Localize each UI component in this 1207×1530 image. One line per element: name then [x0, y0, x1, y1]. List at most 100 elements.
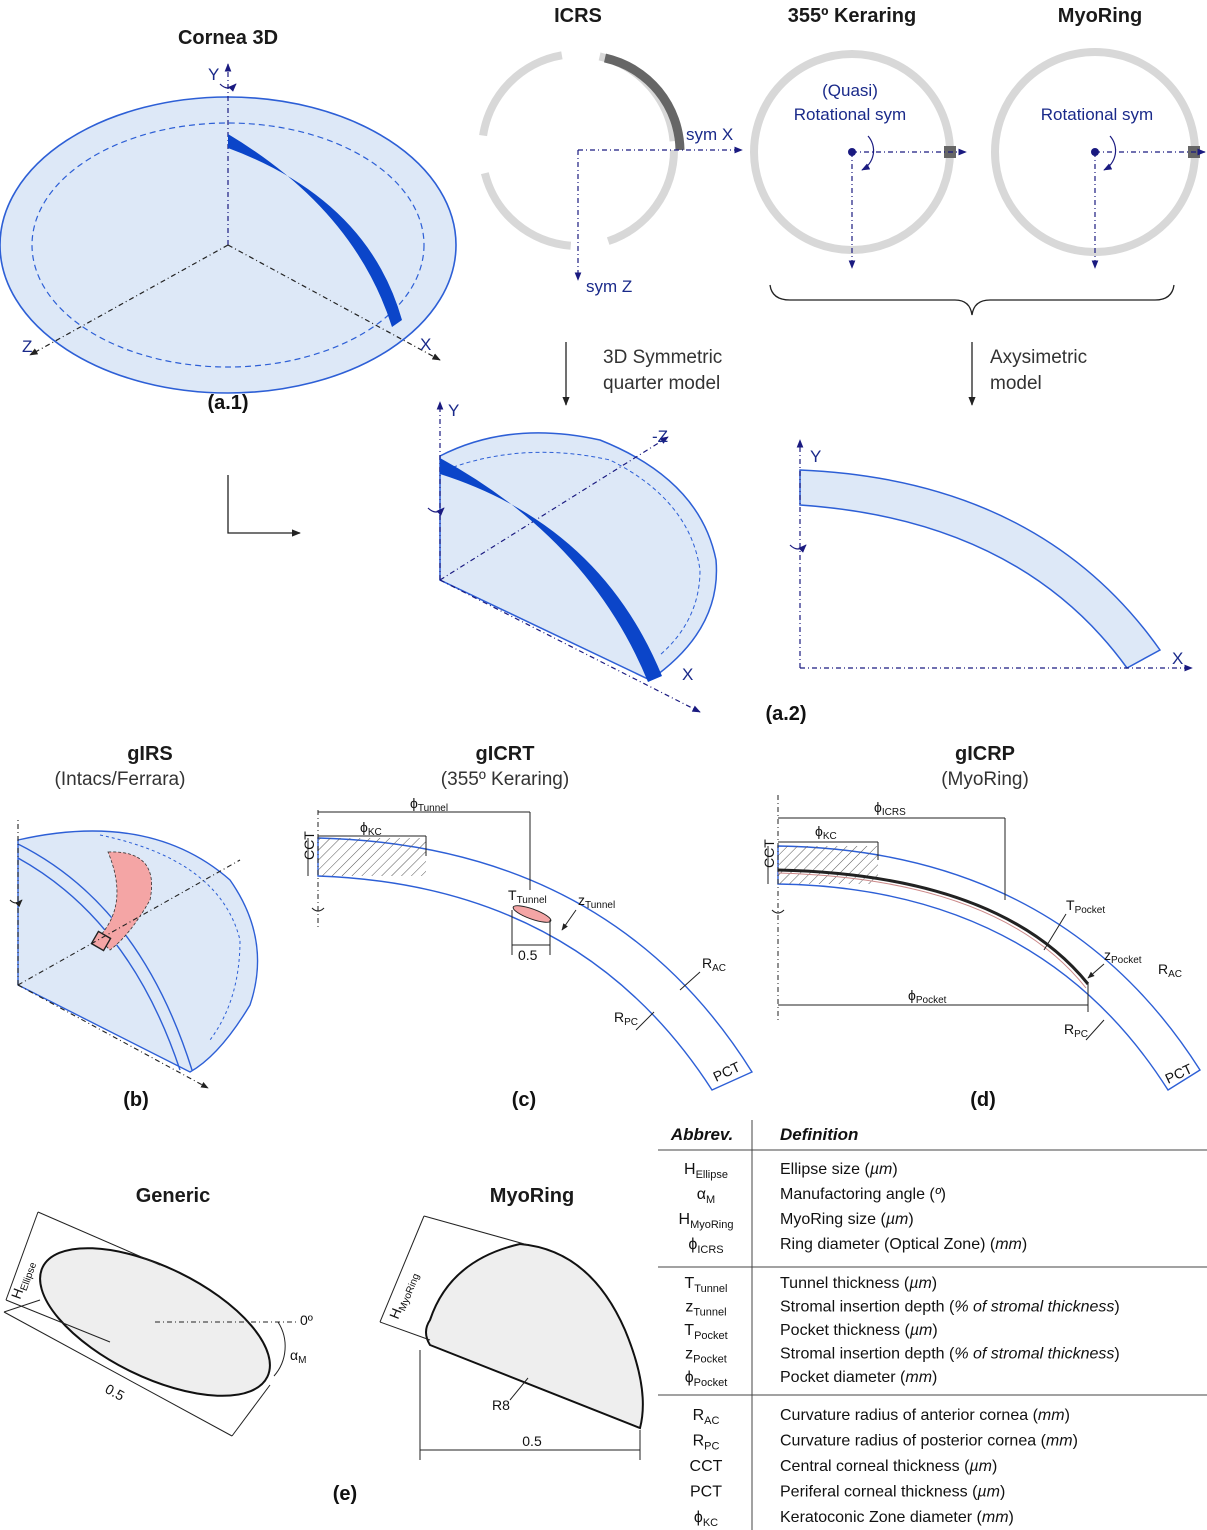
d-r-ac: RAC	[1158, 961, 1182, 980]
icrs-segment	[603, 53, 685, 151]
gicrt-subtitle: (355º Keraring)	[441, 769, 569, 790]
table-abbrev-cell: PCT	[690, 1484, 722, 1501]
b-panel-label: (b)	[123, 1089, 149, 1111]
table-definition-cell: Pocket diameter (mm)	[780, 1369, 937, 1386]
abbrev-table: Abbrev. Definition HEllipse Ellipse size …	[658, 1120, 1207, 1530]
c-panel-label: (c)	[512, 1089, 536, 1111]
table-abbrev-cell: ϕKC	[694, 1509, 718, 1529]
myoring-title: MyoRing	[1058, 5, 1142, 27]
myoring-r8: R8	[492, 1397, 510, 1413]
table-abbrev-cell: TPocket	[684, 1322, 727, 1342]
c-cct: CCT	[301, 831, 317, 860]
cornea-inner-ellipse	[31, 122, 425, 368]
c-phi-tunnel: ϕTunnel	[410, 795, 448, 814]
d-phi-kc: ϕKC	[815, 823, 837, 842]
table-definition-cell: Stromal insertion depth (% of stromal th…	[780, 1299, 1120, 1316]
table-abbrev-cell: CCT	[690, 1458, 723, 1475]
e-panel-label: (e)	[333, 1483, 357, 1505]
myoring-half: 0.5	[522, 1433, 542, 1449]
myoring-profile	[425, 1242, 644, 1430]
girs-title: gIRS	[127, 743, 173, 765]
table-definition-cell: Tunnel thickness (µm)	[780, 1275, 937, 1292]
generic-zero: 0º	[300, 1312, 313, 1328]
a1-z-label: Z	[22, 337, 32, 356]
table-definition-cell: MyoRing size (µm)	[780, 1211, 914, 1228]
icrs-sym-z: sym Z	[586, 277, 632, 296]
icrs-title: ICRS	[554, 5, 602, 27]
c-phi-kc: ϕKC	[360, 819, 382, 838]
axisym-rotation	[789, 544, 807, 553]
panel-c: gICRT (355º Keraring) ϕTunnel ϕKC CCT 0.…	[301, 743, 754, 1111]
generic-alpha: αM	[290, 1347, 306, 1366]
a1-x-axis	[227, 244, 441, 361]
quarter-z-axis	[439, 436, 669, 581]
panel-e: Generic 0º αM HEllipse 0.5 MyoRing HMyoR…	[3, 1185, 644, 1505]
d-z-pocket: zPocket	[1104, 947, 1142, 966]
table-definition-cell: Manufactoring angle (º)	[780, 1186, 946, 1203]
c-t-tunnel: TTunnel	[508, 887, 547, 906]
table-abbrev-cell: RPC	[693, 1433, 720, 1453]
generic-h: HEllipse	[8, 1258, 40, 1302]
keraring-title: 355º Keraring	[788, 5, 916, 27]
table-abbrev-cell: HMyoRing	[679, 1211, 734, 1231]
axisym-y-label: Y	[810, 447, 821, 466]
c-r-ac: RAC	[702, 955, 726, 974]
keraring-rotation	[861, 135, 875, 171]
quarter-rotation	[427, 507, 445, 516]
a1-z-axis	[29, 244, 229, 356]
d-r-pc: RPC	[1064, 1021, 1088, 1040]
a1-x-label: X	[420, 335, 431, 354]
generic-half: 0.5	[103, 1381, 128, 1404]
table-header-abbrev: Abbrev.	[670, 1125, 733, 1144]
table-definition-cell: Ring diameter (Optical Zone) (mm)	[780, 1236, 1027, 1253]
cornea-3d-title: Cornea 3D	[178, 27, 278, 49]
table-abbrev-cell: zPocket	[685, 1346, 727, 1366]
table-abbrev-cell: zTunnel	[685, 1299, 726, 1319]
keraring-note2: Rotational sym	[794, 105, 906, 124]
c-half: 0.5	[518, 947, 538, 963]
keraring-center	[848, 148, 856, 156]
gicrp-subtitle: (MyoRing)	[941, 769, 1029, 790]
d-phi-pocket: ϕPocket	[908, 987, 947, 1006]
keraring-note1: (Quasi)	[822, 81, 878, 100]
table-abbrev-cell: αM	[697, 1186, 715, 1206]
icrs-sym-x: sym X	[686, 125, 733, 144]
d-panel-label: (d)	[970, 1089, 996, 1111]
table-definition-cell: Ellipse size (µm)	[780, 1161, 898, 1178]
table-abbrev-cell: RAC	[693, 1407, 720, 1427]
c-z-tunnel: zTunnel	[578, 892, 615, 911]
table-rows: HEllipse Ellipse size (µm) αM Manufactoring…	[679, 1161, 1120, 1529]
a2-panel-label: (a.2)	[765, 703, 806, 725]
panel-a1: Cornea 3D Y Z X (a.1)	[0, 27, 457, 537]
d-cct: CCT	[761, 839, 777, 868]
table-definition-cell: Periferal corneal thickness (µm)	[780, 1484, 1005, 1501]
table-abbrev-cell: HEllipse	[684, 1161, 728, 1181]
quarter-y-label: Y	[448, 401, 459, 420]
table-definition-cell: Keratoconic Zone diameter (mm)	[780, 1509, 1014, 1526]
table-header-definition: Definition	[780, 1125, 858, 1144]
arrow-right-line2: model	[990, 373, 1042, 394]
axisym-x-label: X	[1172, 649, 1183, 668]
quarter-x-label: X	[682, 665, 693, 684]
c-r-pc: RPC	[614, 1009, 638, 1028]
a1-panel-label: (a.1)	[207, 392, 248, 414]
panel-b: gIRS (Intacs/Ferrara) (b)	[9, 743, 259, 1111]
d-phi-icrs: ϕICRS	[874, 799, 906, 818]
table-definition-cell: Curvature radius of anterior cornea (mm)	[780, 1407, 1070, 1424]
quarter-z-label: -Z	[652, 427, 668, 446]
panel-a2: ICRS sym X sym Z 355º Keraring (Quasi) R…	[427, 5, 1206, 725]
quarter-x-axis	[439, 579, 701, 713]
table-abbrev-cell: TTunnel	[684, 1275, 727, 1295]
a1-y-label: Y	[208, 65, 219, 84]
myoring-note: Rotational sym	[1041, 105, 1153, 124]
myoring-center	[1091, 148, 1099, 156]
arrow-left-line2: quarter model	[603, 373, 720, 394]
girs-subtitle: (Intacs/Ferrara)	[55, 769, 186, 790]
gicrp-title: gICRP	[955, 743, 1015, 765]
table-definition-cell: Curvature radius of posterior cornea (mm…	[780, 1433, 1078, 1450]
brace	[769, 284, 1175, 316]
generic-title: Generic	[136, 1185, 210, 1207]
table-abbrev-cell: ϕPocket	[685, 1369, 728, 1389]
a1-rotation-icon	[219, 83, 237, 92]
